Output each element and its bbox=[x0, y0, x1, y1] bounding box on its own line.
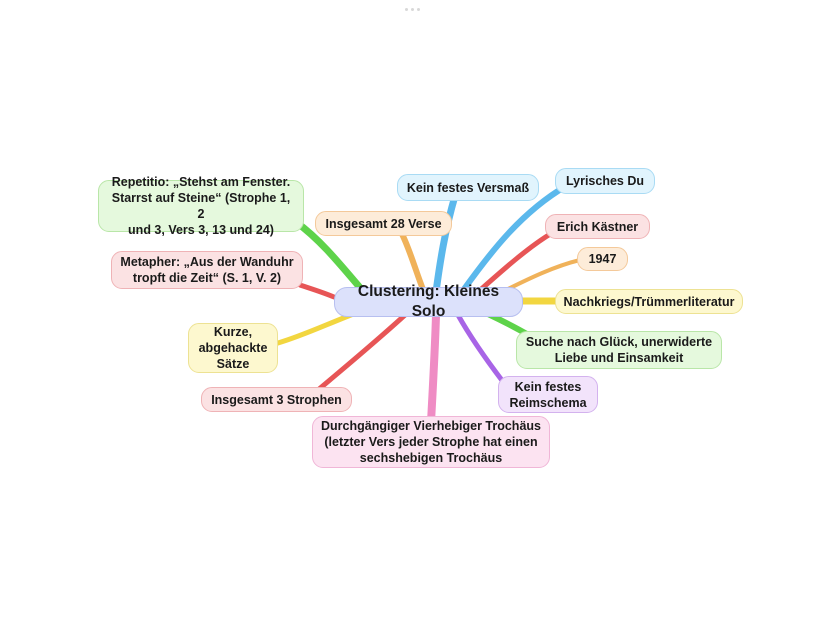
node-saetze[interactable]: Kurze, abgehackte Sätze bbox=[188, 323, 278, 373]
branch-kaestner bbox=[475, 230, 555, 295]
branch-metapher bbox=[297, 282, 337, 300]
node-jahr[interactable]: 1947 bbox=[577, 247, 628, 271]
node-metapher[interactable]: Metapher: „Aus der Wanduhr tropft die Ze… bbox=[111, 251, 303, 289]
window-drag-handle[interactable] bbox=[405, 8, 420, 11]
branch-verse bbox=[399, 231, 427, 295]
node-reimschema[interactable]: Kein festes Reimschema bbox=[498, 376, 598, 413]
node-strophen[interactable]: Insgesamt 3 Strophen bbox=[201, 387, 352, 412]
node-kaestner[interactable]: Erich Kästner bbox=[545, 214, 650, 239]
branch-repetitio bbox=[292, 218, 366, 294]
node-epoche[interactable]: Nachkriegs/Trümmerliteratur bbox=[555, 289, 743, 314]
node-verse[interactable]: Insgesamt 28 Verse bbox=[315, 211, 452, 236]
node-versmass[interactable]: Kein festes Versmaß bbox=[397, 174, 539, 201]
branch-versmass bbox=[432, 192, 459, 296]
branch-strophen bbox=[315, 312, 408, 393]
branch-metrum bbox=[427, 311, 440, 426]
branch-reimschema bbox=[455, 312, 507, 386]
node-thema[interactable]: Suche nach Glück, unerwiderte Liebe und … bbox=[516, 331, 722, 369]
node-metrum[interactable]: Durchgängiger Vierhebiger Trochäus (letz… bbox=[312, 416, 550, 468]
branch-lyrisches-du bbox=[459, 183, 569, 295]
node-repetitio[interactable]: Repetitio: „Stehst am Fenster. Starrst a… bbox=[98, 175, 304, 237]
central-topic[interactable]: Clustering: Kleines Solo bbox=[334, 283, 523, 320]
node-lyrisches-du[interactable]: Lyrisches Du bbox=[555, 168, 655, 194]
